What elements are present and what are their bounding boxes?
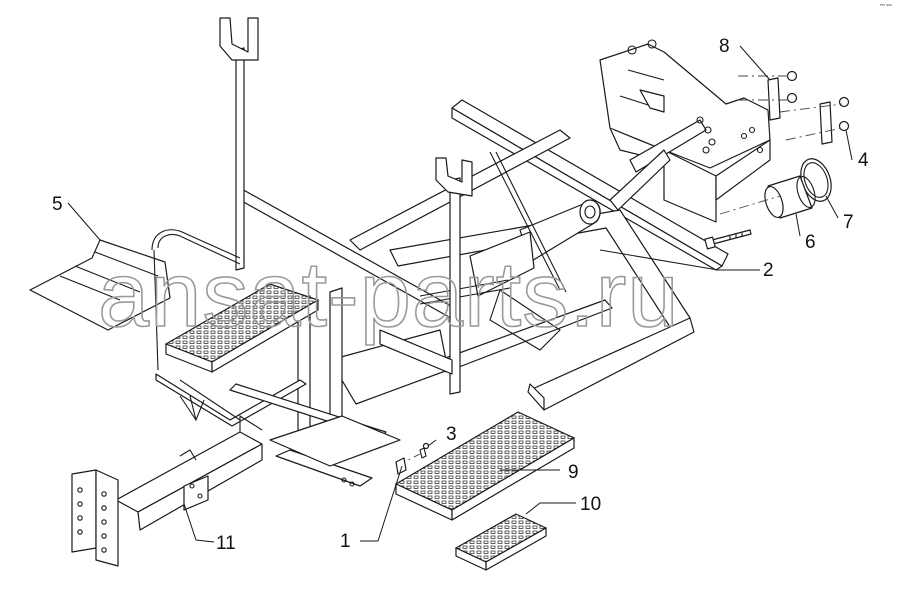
part-9-step-grating xyxy=(394,411,576,521)
callouts: 1 2 3 4 5 6 7 8 9 10 11 xyxy=(52,36,869,554)
part-5-cover-sheet xyxy=(29,239,171,331)
left-upright xyxy=(219,17,259,271)
callout-6: 6 xyxy=(805,232,816,253)
callout-8: 8 xyxy=(719,36,730,57)
main-frame xyxy=(239,99,729,411)
center-upright xyxy=(435,157,473,395)
hitch-bracket xyxy=(599,39,771,223)
part-2-bolt xyxy=(704,229,752,250)
callout-11: 11 xyxy=(216,533,236,554)
part-6-bushing xyxy=(719,175,816,219)
callout-2: 2 xyxy=(763,260,774,281)
callout-5: 5 xyxy=(52,194,63,215)
part-8-clamp-plate xyxy=(738,70,798,121)
part-11-mount-bracket xyxy=(71,414,263,567)
callout-10: 10 xyxy=(580,494,601,515)
leader-lines xyxy=(67,45,853,543)
callout-1: 1 xyxy=(340,531,351,552)
part-4-clamp-plate xyxy=(779,96,850,145)
callout-4: 4 xyxy=(858,150,869,171)
corner-mark: ᴾᴹ ⁰⁰⁰ xyxy=(880,4,892,10)
part-1-bolt xyxy=(395,457,407,475)
callout-3: 3 xyxy=(446,424,457,445)
watermark-text: ansat-parts.ru xyxy=(98,244,680,346)
callout-7: 7 xyxy=(843,212,854,233)
part-10-small-grating xyxy=(454,513,548,571)
callout-9: 9 xyxy=(568,462,579,483)
upper-grating xyxy=(164,283,320,373)
